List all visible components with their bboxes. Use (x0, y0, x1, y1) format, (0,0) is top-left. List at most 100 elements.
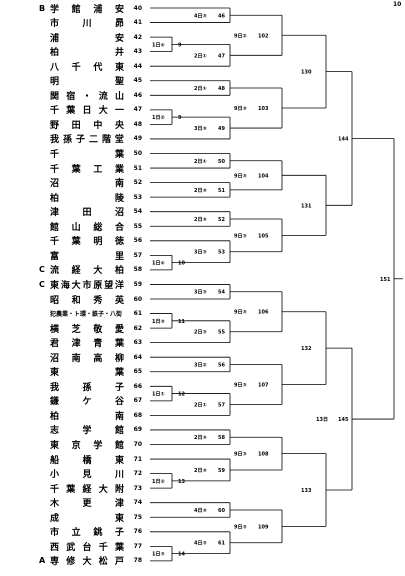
team-name: 昭和秀英 (50, 295, 124, 306)
team-row: 志学館 69 (42, 425, 142, 437)
r2-date-label: 2日③ (194, 216, 207, 223)
team-row: 東京学館 70 (42, 440, 142, 451)
team-number: 59 (133, 280, 142, 288)
team-name: 津田沼 (50, 208, 124, 219)
team-number: 72 (133, 470, 142, 478)
team-row: 沼南 52 (42, 178, 142, 190)
seed-letter: A (39, 556, 46, 566)
team-name: 横芝敬愛 (50, 324, 124, 335)
team-row: 木更津 74 (42, 498, 142, 510)
r1-game-number: 12 (178, 392, 185, 398)
r3-date-label: 9日③ (234, 172, 247, 179)
team-number: 58 (133, 266, 142, 274)
team-number: 47 (133, 106, 142, 114)
team-name: 西武台千葉 (50, 542, 124, 553)
team-row: 柏陵 53 (42, 192, 142, 204)
team-number: 64 (133, 353, 142, 361)
team-name: 鎌ケ谷 (50, 397, 124, 408)
team-number: 52 (133, 179, 142, 187)
team-name: 成東 (50, 513, 124, 524)
team-name: 我孫子二階堂 (50, 135, 124, 146)
team-number: 54 (133, 208, 142, 216)
r5-game-number: 144 (338, 136, 349, 142)
team-number: 46 (133, 91, 142, 99)
team-name: 市川昴 (50, 19, 124, 30)
team-name: 明聖 (50, 77, 124, 88)
team-number: 74 (133, 499, 142, 507)
team-name: 浦安 (50, 33, 124, 44)
team-name: 沼南 (50, 179, 124, 190)
team-number: 65 (133, 368, 142, 376)
team-name: 小見川 (50, 470, 124, 481)
team-name: 関宿・流山 (50, 91, 124, 102)
team-number: 75 (133, 513, 142, 521)
seed-letter: C (39, 265, 45, 275)
r1-date-label: 1日④ (152, 260, 165, 267)
team-name: 我孫子 (50, 382, 124, 393)
team-name: 柏井 (50, 48, 124, 59)
team-name: 志学館 (50, 426, 124, 437)
team-row: 明聖 45 (42, 76, 142, 88)
r3-game-number: 102 (258, 33, 269, 39)
r1-game-number: 10 (178, 261, 185, 267)
r3-date-label: 9日③ (234, 381, 247, 388)
team-name: 沼南高柳 (50, 353, 124, 364)
team-number: 67 (133, 397, 142, 405)
team-number: 42 (133, 33, 142, 41)
team-name: 船橋東 (50, 455, 124, 466)
r3-game-number: 104 (258, 173, 269, 179)
r1-date-label: 1日② (152, 114, 165, 121)
r2-game-number: 61 (218, 541, 225, 547)
team-number: 60 (133, 295, 142, 303)
r2-date-label: 2日③ (194, 467, 207, 474)
r2-date-label: 3日③ (194, 249, 207, 256)
team-name: 柏陵 (50, 193, 124, 204)
r2-game-number: 54 (218, 290, 225, 296)
r1-game-number: 13 (178, 479, 185, 485)
team-row: 沼南高柳 64 (42, 352, 142, 364)
r3-game-number: 103 (258, 106, 269, 112)
r2-date-label: 4日③ (194, 540, 207, 547)
r3-date-label: 9日③ (234, 105, 247, 112)
r2-game-number: 49 (218, 126, 225, 132)
team-name: 東京学館 (50, 441, 124, 451)
team-number: 70 (133, 441, 142, 448)
r3-date-label: 9日② (234, 32, 247, 39)
r3-game-number: 109 (258, 524, 269, 530)
r1-date-label: 1日③ (152, 318, 165, 325)
team-row: 関宿・流山 46 (42, 90, 142, 102)
team-number: 53 (133, 193, 142, 201)
team-name: 木更津 (50, 499, 124, 510)
r2-date-label: 4日③ (194, 507, 207, 514)
r2-date-label: 2日① (194, 401, 207, 408)
r5-date-label: 13日 (316, 416, 328, 423)
r3-date-label: 9日③ (234, 232, 247, 239)
r2-game-number: 58 (218, 435, 225, 441)
team-name: 犯農業・ト環・鉄子・八街・わせがく (50, 311, 124, 319)
seed-letter: C (39, 279, 45, 289)
team-number: 69 (133, 426, 142, 434)
team-name: 専修大松戸 (50, 557, 124, 568)
team-name: 東海大市原望洋 (50, 280, 124, 291)
r2-date-label: 2日① (194, 52, 207, 59)
team-number: 78 (133, 557, 142, 565)
team-number: 44 (133, 62, 142, 70)
team-number: 45 (133, 77, 142, 85)
r2-game-number: 48 (218, 86, 225, 92)
r2-date-label: 2日① (194, 158, 207, 165)
team-number: 71 (133, 455, 142, 463)
r3-game-number: 106 (258, 310, 269, 316)
r3-date-label: 9日③ (234, 309, 247, 316)
r1-date-label: 1日③ (152, 551, 165, 558)
team-number: 50 (133, 150, 142, 157)
